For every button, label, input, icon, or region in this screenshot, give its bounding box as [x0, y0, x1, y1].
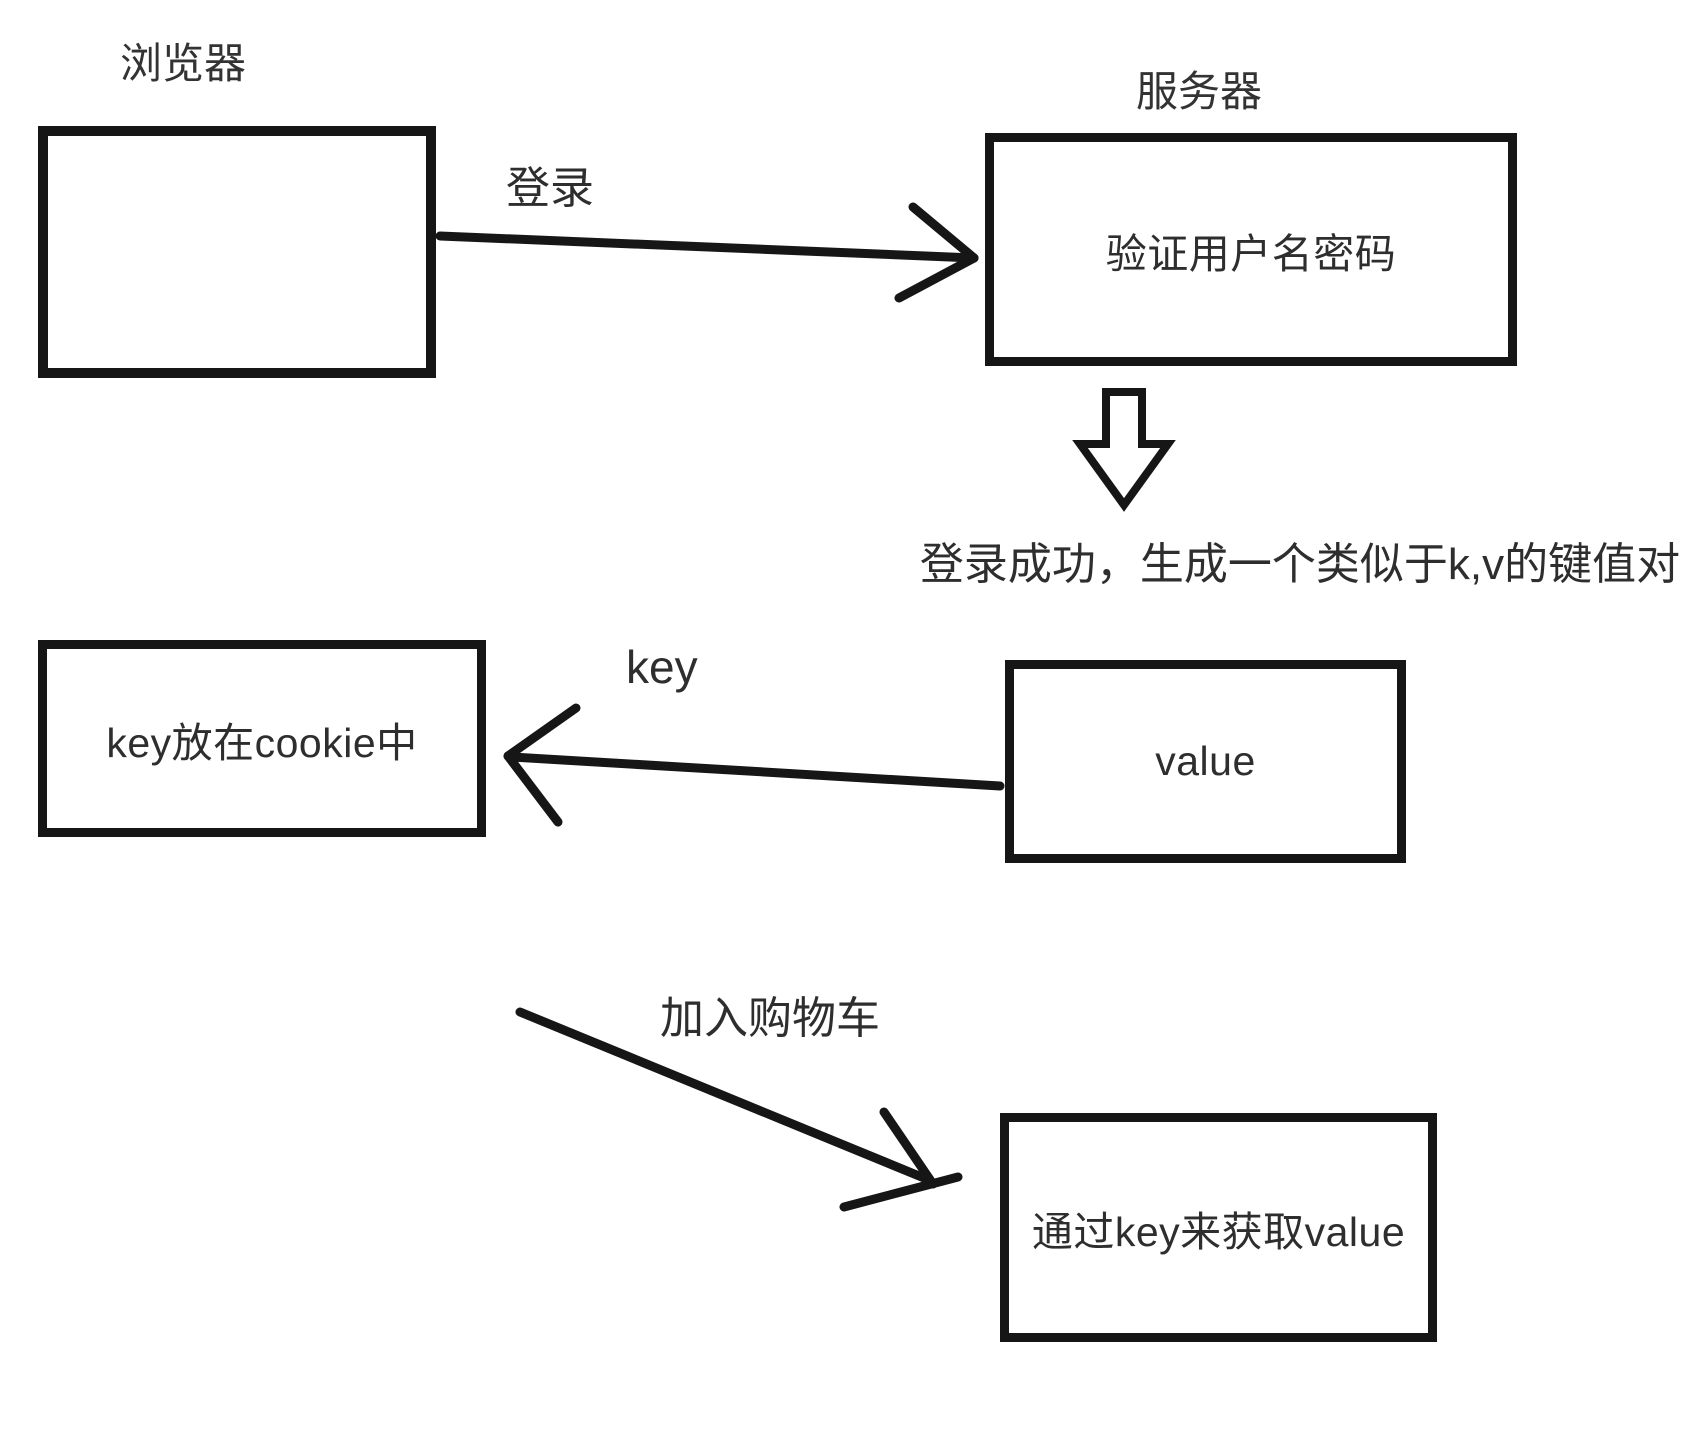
- cart-arrow-label: 加入购物车: [660, 994, 880, 1043]
- down-block-arrow-icon: [1072, 388, 1176, 512]
- browser-box: [38, 126, 436, 378]
- browser-label: 浏览器: [120, 40, 247, 87]
- server-box-text: 验证用户名密码: [1105, 230, 1397, 277]
- server-box: 验证用户名密码: [985, 133, 1517, 366]
- key-cookie-box-text: key放在cookie中: [106, 719, 418, 766]
- key-cookie-box: key放在cookie中: [38, 640, 486, 837]
- value-box: value: [1005, 660, 1406, 863]
- key-arrow: [503, 703, 1005, 827]
- server-label: 服务器: [1136, 68, 1263, 115]
- get-value-box-text: 通过key来获取value: [1031, 1208, 1406, 1255]
- login-arrow-label: 登录: [506, 164, 594, 213]
- get-value-box: 通过key来获取value: [1000, 1113, 1437, 1342]
- key-arrow-label: key: [626, 641, 698, 693]
- login-arrow: [435, 202, 979, 303]
- value-box-text: value: [1155, 738, 1256, 784]
- login-success-text: 登录成功，生成一个类似于k,v的键值对: [919, 540, 1681, 589]
